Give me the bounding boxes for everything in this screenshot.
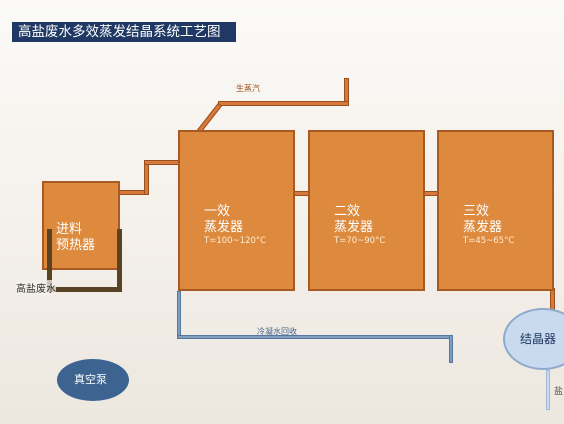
condensate-pipe-right	[449, 335, 453, 363]
steam-pipe-horizontal	[218, 101, 349, 106]
feed-bracket-bottom	[47, 287, 122, 292]
salt-label: 盐	[554, 387, 564, 397]
feed-bracket-left	[47, 229, 52, 292]
feed-label: 高盐废水	[16, 280, 56, 295]
vacuum-pump-label: 真空泵	[74, 373, 107, 386]
evaporator-3-label-line1: 三效	[463, 204, 490, 219]
evaporator-2-temperature: T=70~90°C	[334, 236, 386, 246]
evap1-inlet-pipe	[144, 160, 180, 165]
page-title: 高盐废水多效蒸发结晶系统工艺图	[12, 22, 236, 42]
evaporator-1-label-line1: 一效	[204, 204, 231, 219]
riser-pipe	[144, 160, 149, 195]
crystallizer	[503, 308, 564, 370]
evaporator-effect-3	[437, 130, 554, 291]
evaporator-effect-1	[178, 130, 295, 291]
preheater-label-line1: 进料	[56, 222, 83, 237]
condensate-label: 冷凝水回收	[257, 327, 297, 336]
crystallizer-label: 结晶器	[520, 332, 557, 346]
condensate-pipe-horizontal	[177, 335, 453, 339]
steam-label: 生蒸汽	[236, 84, 260, 93]
salt-outlet-pipe	[546, 370, 550, 410]
vacuum-pump	[57, 359, 129, 401]
evaporator-3-temperature: T=45~65°C	[463, 236, 515, 246]
feed-preheater	[42, 181, 120, 270]
preheater-label-line2: 预热器	[56, 238, 96, 253]
evaporator-1-temperature: T=100~120°C	[204, 236, 267, 246]
pipe-effect1-to-effect2	[293, 191, 309, 196]
evaporator-1-label-line2: 蒸发器	[204, 220, 244, 235]
condensate-pipe-left	[177, 291, 181, 338]
evaporator-effect-2	[308, 130, 425, 291]
evaporator-2-label-line2: 蒸发器	[334, 220, 374, 235]
evaporator-2-label-line1: 二效	[334, 204, 361, 219]
pipe-effect3-to-crystallizer	[550, 288, 555, 310]
evaporator-3-label-line2: 蒸发器	[463, 220, 503, 235]
steam-pipe-diagonal	[197, 103, 222, 133]
feed-bracket-right	[117, 229, 122, 292]
